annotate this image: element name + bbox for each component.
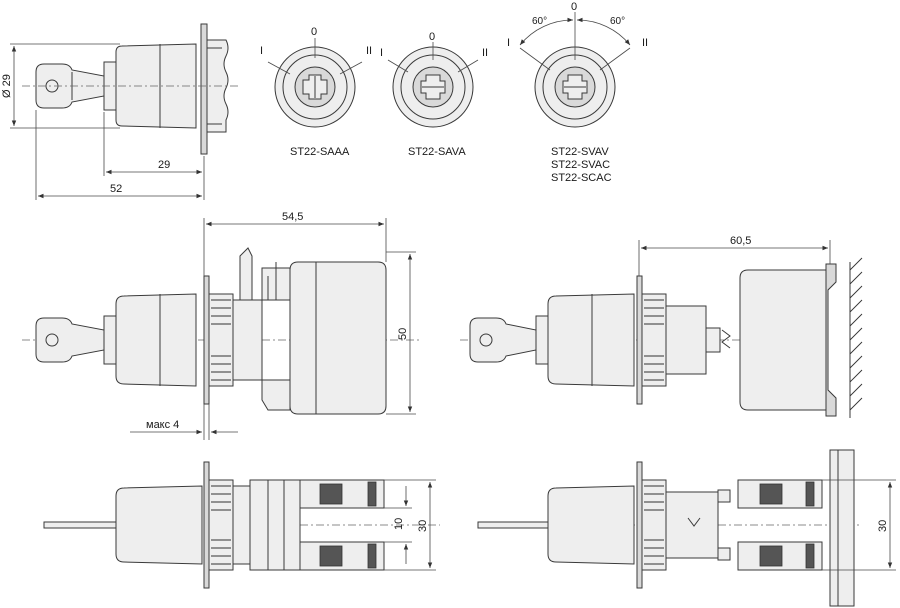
dim-30-left: 30	[417, 520, 429, 532]
svav-pos-II: II	[642, 37, 648, 49]
sava-pos-II: II	[482, 47, 488, 59]
front-view-svav: 0 I II 60° 60° ST22-SVAV ST22-SVAC ST22-…	[507, 1, 648, 184]
bottom-right-view: 30	[477, 449, 896, 607]
sava-pos-0: 0	[429, 31, 435, 43]
dim-30-right: 30	[877, 520, 889, 532]
mid-right-view: 60,5	[460, 235, 863, 418]
svav-angle-right: 60°	[610, 16, 625, 27]
dim-max-4: макс 4	[146, 419, 179, 431]
sava-pos-I: I	[380, 47, 383, 59]
dim-10: 10	[393, 518, 405, 530]
dim-50: 50	[397, 328, 409, 340]
dim-54-5: 54,5	[282, 211, 303, 223]
caption-st22-svac: ST22-SVAC	[551, 159, 610, 171]
saaa-pos-II: II	[366, 45, 372, 57]
front-view-sava: 0 I II ST22-SAVA	[380, 31, 488, 158]
svav-pos-0: 0	[571, 1, 577, 13]
dim-diameter-29: Ø 29	[1, 74, 13, 98]
mid-left-view: 54,5 50 макс 4	[22, 211, 420, 440]
svav-angle-left: 60°	[532, 16, 547, 27]
svav-pos-I: I	[507, 37, 510, 49]
saaa-pos-I: I	[260, 45, 263, 57]
dim-60-5: 60,5	[730, 235, 751, 247]
front-view-saaa: 0 I II ST22-SAAA	[260, 26, 372, 158]
bottom-left-view: 10 30	[43, 461, 440, 589]
side-view-top: Ø 29 29 52	[1, 23, 240, 200]
caption-st22-svav: ST22-SVAV	[551, 146, 609, 158]
dim-29: 29	[158, 159, 170, 171]
caption-st22-sava: ST22-SAVA	[408, 146, 466, 158]
saaa-pos-0: 0	[311, 26, 317, 38]
dim-52: 52	[110, 183, 122, 195]
caption-st22-saaa: ST22-SAAA	[290, 146, 350, 158]
caption-st22-scac: ST22-SCAC	[551, 172, 612, 184]
